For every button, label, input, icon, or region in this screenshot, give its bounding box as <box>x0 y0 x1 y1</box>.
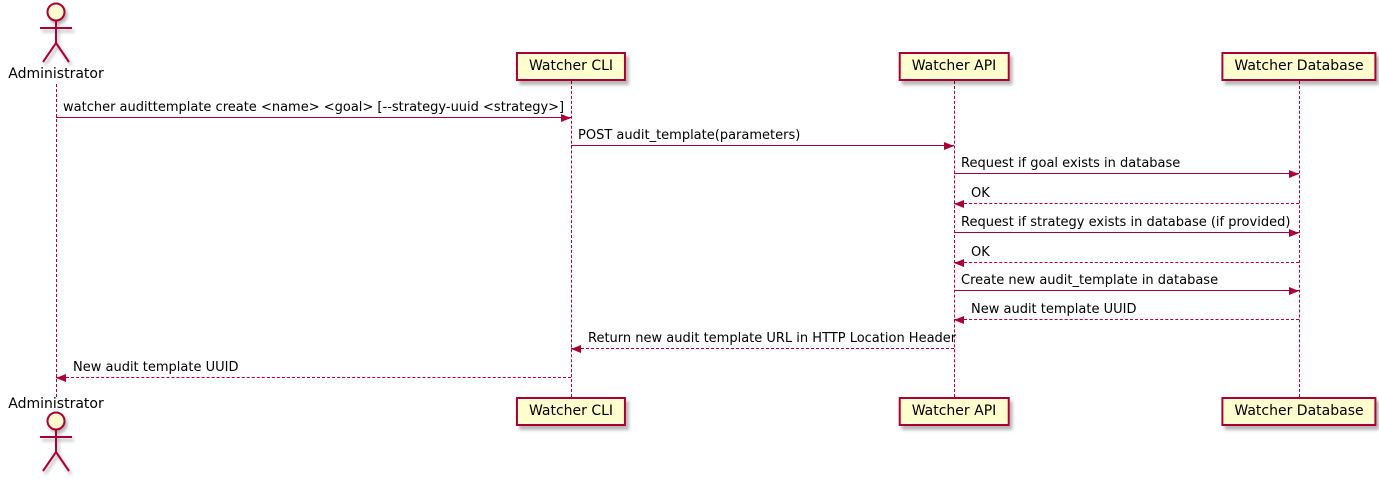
message-3: Request if goal exists in database <box>954 154 1299 178</box>
message-label: OK <box>971 245 990 260</box>
actor-icon-administrator-bottom <box>34 411 78 481</box>
message-line <box>954 319 1299 320</box>
message-line <box>571 145 954 146</box>
message-1: watcher audittemplate create <name> <goa… <box>56 98 571 122</box>
lifeline-watcher-database <box>1299 81 1300 397</box>
arrowhead-icon <box>571 345 581 353</box>
message-label: watcher audittemplate create <name> <goa… <box>63 100 565 115</box>
arrowhead-icon <box>1289 229 1299 237</box>
message-7: Create new audit_template in database <box>954 271 1299 295</box>
actor-label-administrator-top: Administrator <box>8 66 104 82</box>
actor-icon-administrator-top <box>34 2 78 72</box>
lifeline-watcher-api <box>954 81 955 397</box>
message-label: Request if strategy exists in database (… <box>961 215 1291 230</box>
message-label: Return new audit template URL in HTTP Lo… <box>588 331 957 346</box>
arrowhead-icon <box>56 374 66 382</box>
message-line <box>954 173 1299 174</box>
actor-label-administrator-bottom: Administrator <box>8 396 104 412</box>
arrowhead-icon <box>954 316 964 324</box>
participant-box-watcher-cli-top: Watcher CLI <box>515 52 627 81</box>
message-line <box>954 232 1299 233</box>
message-label: New audit template UUID <box>73 360 239 375</box>
message-8: New audit template UUID <box>954 300 1299 324</box>
arrowhead-icon <box>954 200 964 208</box>
message-label: New audit template UUID <box>971 302 1137 317</box>
message-label: POST audit_template(parameters) <box>578 128 801 143</box>
message-label: Create new audit_template in database <box>961 273 1219 288</box>
participant-box-watcher-database-bottom: Watcher Database <box>1221 397 1377 426</box>
lifeline-watcher-cli <box>571 81 572 397</box>
arrowhead-icon <box>561 114 571 122</box>
participant-box-watcher-cli-bottom: Watcher CLI <box>515 397 627 426</box>
message-label: Request if goal exists in database <box>961 156 1181 171</box>
message-9: Return new audit template URL in HTTP Lo… <box>571 329 957 353</box>
message-4: OK <box>954 184 1299 208</box>
participant-box-watcher-database-top: Watcher Database <box>1221 52 1377 81</box>
message-line <box>954 290 1299 291</box>
participant-box-watcher-api-top: Watcher API <box>898 52 1010 81</box>
message-line <box>954 262 1299 263</box>
message-line <box>56 377 571 378</box>
message-10: New audit template UUID <box>56 358 571 382</box>
message-2: POST audit_template(parameters) <box>571 126 954 150</box>
message-label: OK <box>971 186 990 201</box>
message-line <box>571 348 954 349</box>
message-line <box>954 203 1299 204</box>
lifeline-administrator <box>56 84 57 397</box>
arrowhead-icon <box>954 259 964 267</box>
arrowhead-icon <box>944 142 954 150</box>
participant-box-watcher-api-bottom: Watcher API <box>898 397 1010 426</box>
arrowhead-icon <box>1289 170 1299 178</box>
arrowhead-icon <box>1289 287 1299 295</box>
message-5: Request if strategy exists in database (… <box>954 213 1299 237</box>
message-line <box>56 117 571 118</box>
message-6: OK <box>954 243 1299 267</box>
